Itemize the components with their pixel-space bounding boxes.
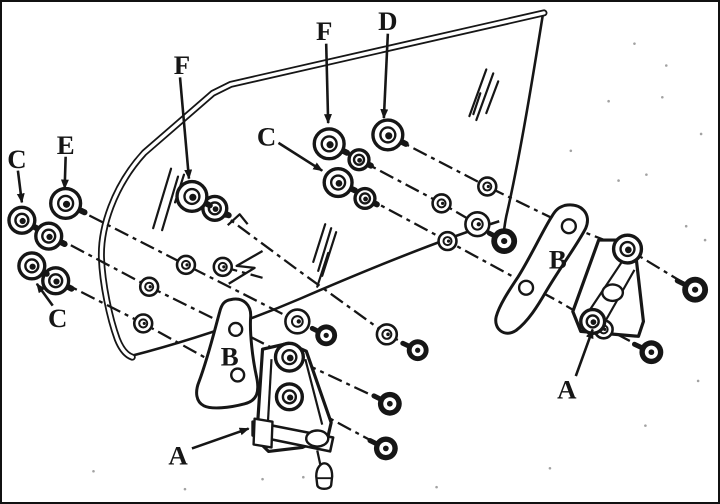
label-arrow	[323, 43, 332, 125]
scan-speckle	[696, 379, 700, 383]
roller	[385, 132, 393, 140]
roller	[46, 233, 53, 240]
guide-bracket-part	[252, 417, 274, 449]
guide-bracket-part	[305, 429, 330, 448]
scan-speckle	[92, 469, 95, 473]
scan-speckle	[661, 95, 664, 99]
part-label-f: F	[174, 50, 190, 80]
glass-reflection-hatch	[475, 72, 495, 122]
guide-bracket-part	[601, 283, 625, 302]
roller	[335, 180, 343, 187]
part-label-c: C	[7, 144, 26, 174]
plate-hole	[228, 321, 244, 338]
part-label-d: D	[378, 6, 397, 36]
part-label-c: C	[48, 303, 67, 333]
label-arrow	[380, 33, 390, 120]
bolt-head	[692, 286, 699, 293]
scan-speckle	[644, 424, 647, 427]
scan-speckle	[261, 477, 264, 481]
washer	[486, 184, 490, 189]
roller	[363, 196, 368, 202]
guide-bracket-part	[266, 359, 273, 430]
scan-speckle	[569, 149, 573, 153]
glass-reflection-hatch	[321, 231, 338, 277]
plate-hole	[560, 218, 577, 235]
part-label-c: C	[257, 121, 276, 151]
scan-speckle	[664, 64, 668, 67]
glass-notch	[228, 250, 264, 285]
fastener-axis	[316, 450, 322, 465]
washer	[142, 321, 146, 326]
scan-speckle	[633, 42, 636, 45]
part-label-e: E	[57, 130, 75, 160]
scan-speckle	[699, 132, 703, 136]
label-arrow	[60, 156, 69, 190]
washer	[441, 201, 445, 205]
glass-reflection-hatch	[468, 68, 488, 118]
washer	[296, 319, 301, 324]
washer	[386, 332, 390, 337]
roller	[212, 206, 219, 212]
washer	[446, 239, 451, 243]
glass-reflection-hatch	[161, 175, 180, 232]
washer	[185, 263, 189, 267]
mount-plate	[494, 203, 589, 335]
roller	[53, 278, 60, 285]
plate-hole	[230, 367, 246, 383]
glass-reflection-hatch	[316, 251, 330, 288]
roller	[19, 217, 26, 225]
bolt-head	[382, 445, 389, 452]
part-label-a: A	[557, 374, 577, 404]
scan-speckle	[684, 224, 688, 228]
scan-speckle	[548, 466, 552, 470]
label-arrow	[574, 328, 594, 377]
bolt-head	[415, 347, 421, 353]
part-label-a: A	[168, 441, 188, 471]
scan-speckle	[183, 487, 187, 491]
washer	[222, 265, 226, 269]
glass-reflection-hatch	[472, 92, 482, 116]
glass-reflection-hatch	[317, 227, 333, 272]
scan-speckle	[617, 179, 620, 182]
roller	[590, 319, 597, 326]
part-label-b: B	[221, 342, 239, 372]
glass-frame-channel-core	[99, 11, 546, 359]
part-label-b: B	[549, 244, 567, 274]
roller	[287, 394, 294, 401]
bolt-head	[323, 332, 329, 338]
washer	[148, 285, 152, 289]
glass-reflection-hatch	[312, 223, 327, 264]
scan-speckle	[435, 485, 438, 489]
washer	[476, 222, 481, 227]
roller	[357, 157, 362, 163]
bolt-head	[501, 237, 508, 245]
glass-right-edge	[500, 13, 545, 250]
scan-speckle	[703, 238, 707, 242]
scan-speckle	[607, 99, 610, 103]
scan-speckle	[645, 173, 648, 176]
label-arrow	[16, 170, 25, 204]
roller	[29, 263, 36, 270]
scan-speckle	[302, 475, 305, 479]
part-label-f: F	[316, 16, 332, 46]
fastener-axis	[63, 201, 323, 334]
label-arrow	[35, 282, 54, 307]
bolt-head	[648, 349, 655, 356]
plate-hole	[517, 279, 535, 296]
glass-reflection-hatch	[485, 80, 500, 115]
guide-bracket-part	[304, 358, 324, 425]
roller	[624, 246, 632, 254]
roller	[326, 141, 334, 149]
label-arrow	[277, 141, 324, 172]
glass-reflection-hatch	[152, 167, 173, 230]
label-arrow	[178, 77, 193, 180]
roller	[62, 200, 71, 208]
bolt-head	[386, 400, 393, 407]
roller	[286, 354, 294, 362]
guide-bracket-part	[315, 462, 334, 491]
roller	[189, 193, 197, 201]
label-arrow	[191, 427, 250, 450]
